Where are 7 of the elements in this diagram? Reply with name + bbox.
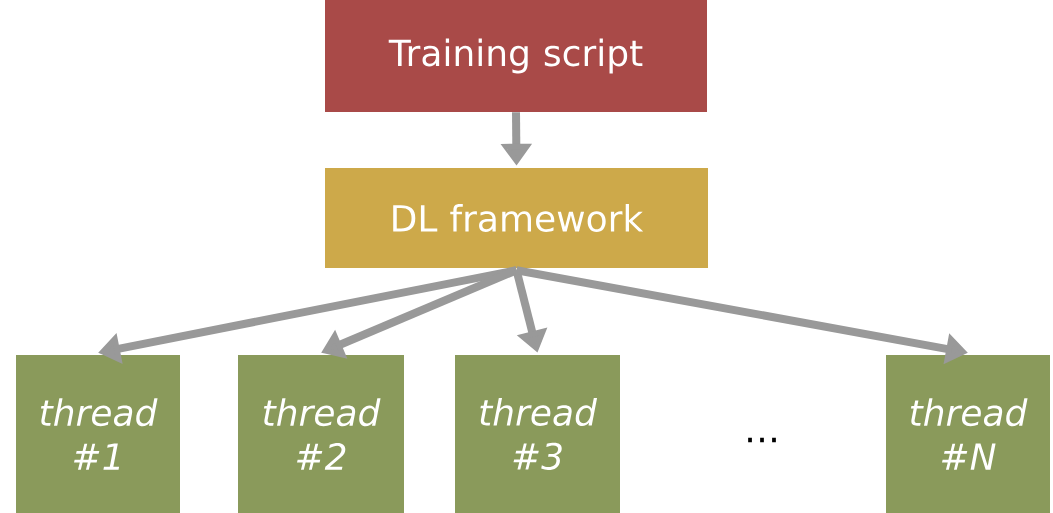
- ellipsis: …: [748, 437, 776, 443]
- thread-box: thread #N: [886, 355, 1050, 513]
- process-box: Training script: [325, 0, 707, 112]
- thread-box: thread #3: [455, 355, 620, 513]
- thread-box: thread #2: [238, 355, 404, 513]
- thread-box: thread #1: [16, 355, 180, 513]
- process-box: DL framework: [325, 168, 708, 268]
